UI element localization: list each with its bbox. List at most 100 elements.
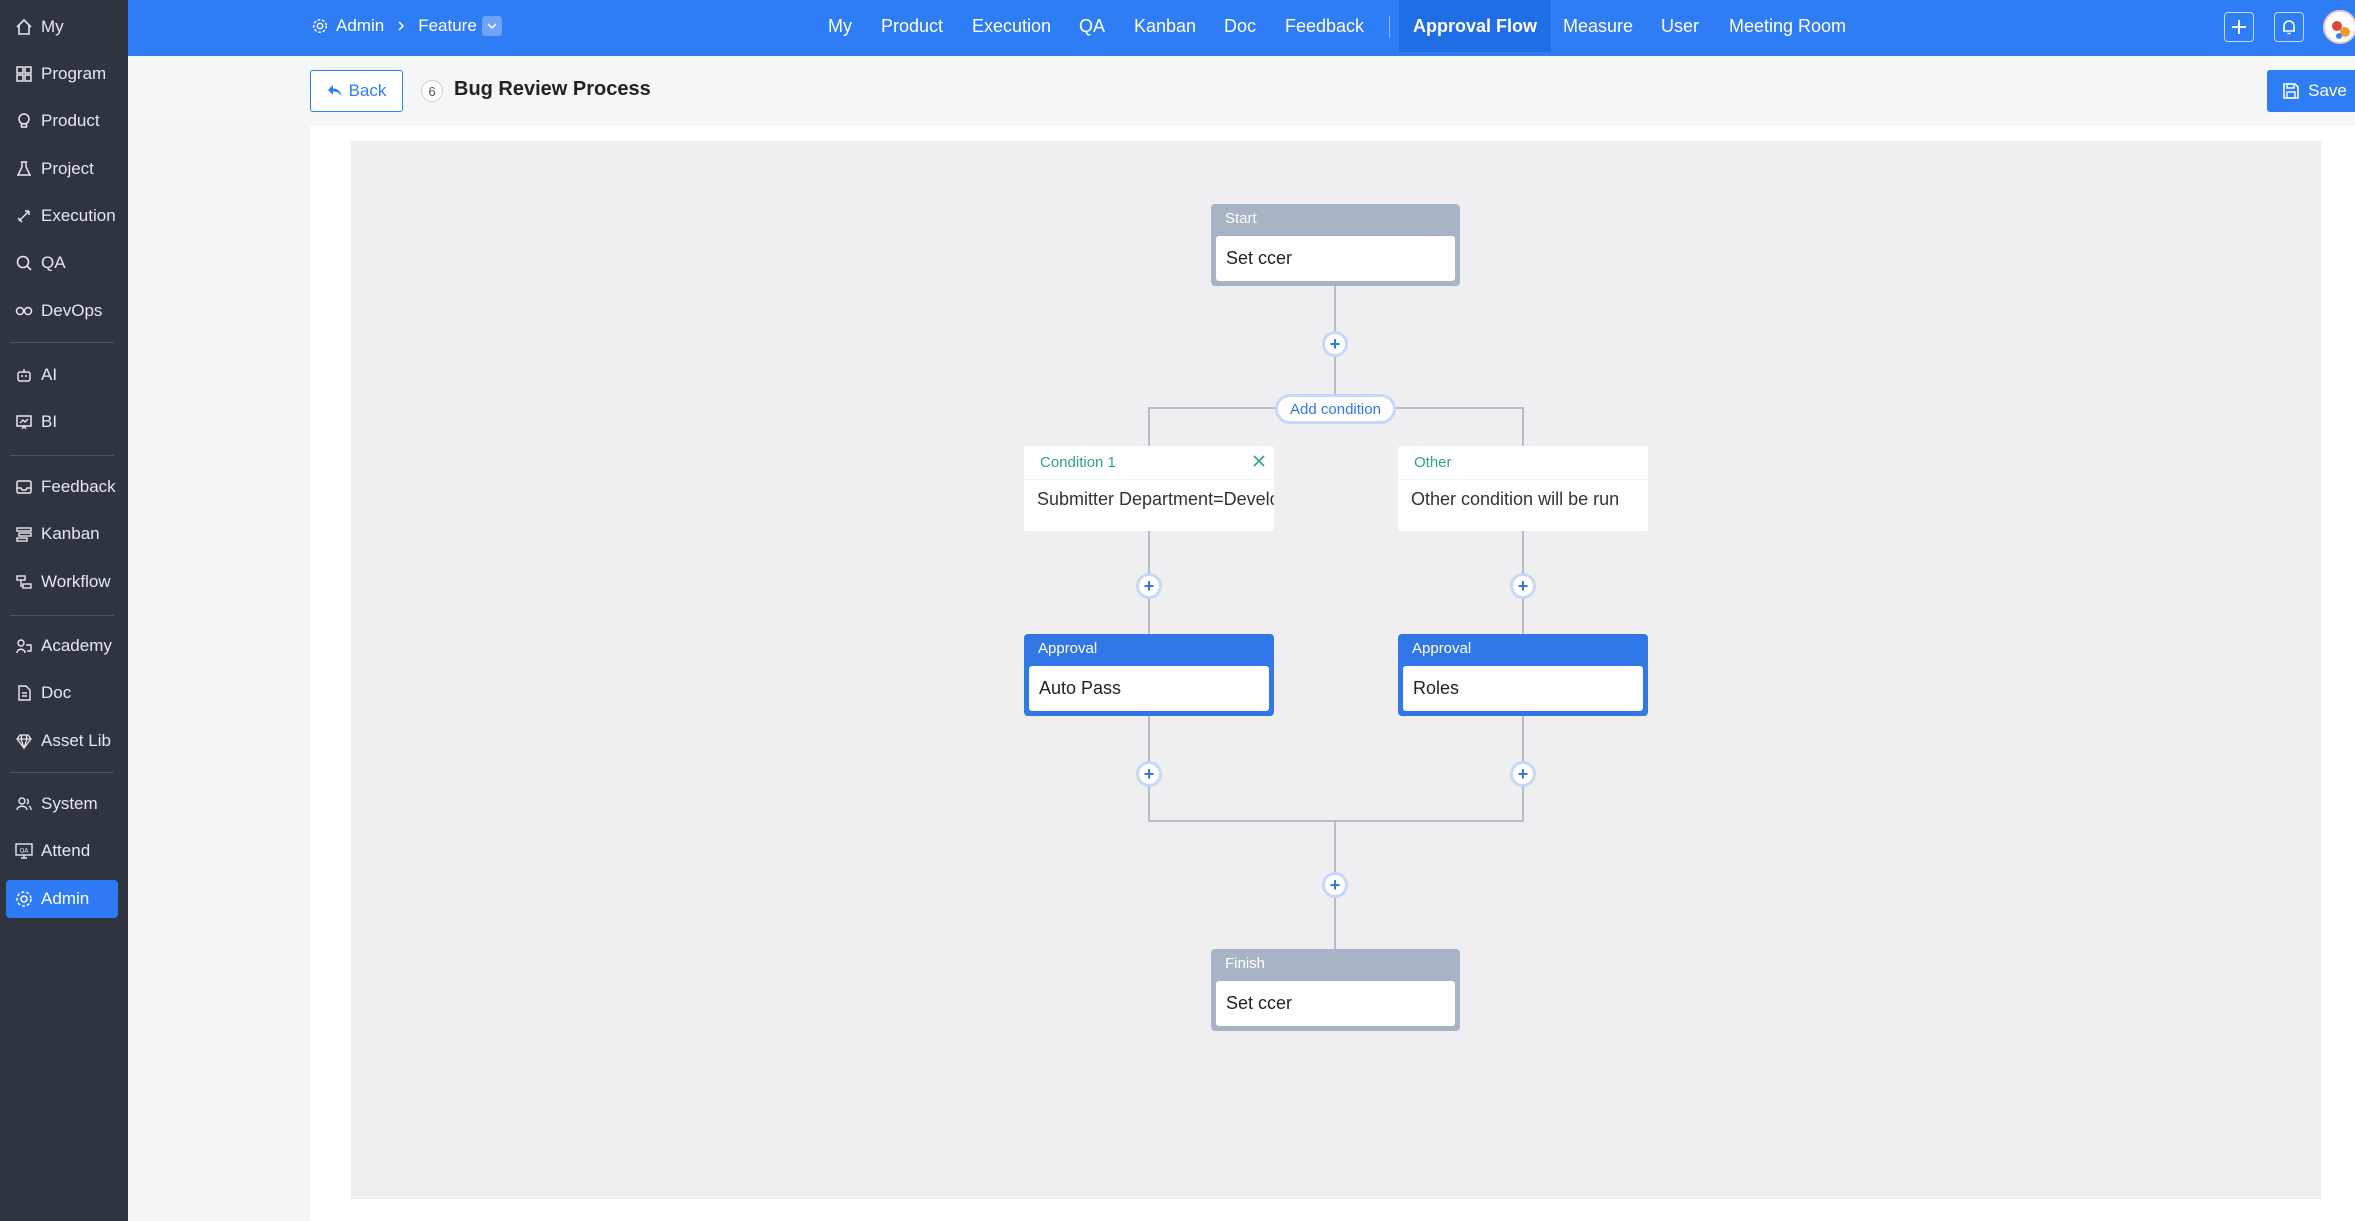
- create-button[interactable]: [2224, 12, 2254, 42]
- bell-icon: [2283, 20, 2295, 35]
- flow-id-badge: 6: [421, 80, 443, 102]
- approval-node[interactable]: Approval Auto Pass: [1024, 634, 1274, 716]
- plus-icon: +: [1517, 575, 1529, 596]
- add-node-button[interactable]: +: [1136, 761, 1162, 787]
- nav-measure[interactable]: Measure: [1563, 15, 1634, 36]
- sidebar-item-devops[interactable]: DevOps: [6, 292, 118, 330]
- breadcrumb: Admin Feature: [311, 0, 502, 52]
- nav-feedback[interactable]: Feedback: [1285, 15, 1365, 36]
- add-node-button[interactable]: +: [1322, 331, 1348, 357]
- condition-text: Other condition will be run: [1411, 489, 1620, 509]
- sidebar-item-kanban[interactable]: Kanban: [6, 515, 118, 553]
- sidebar-item-label: My: [41, 17, 64, 36]
- sidebar-item-qa[interactable]: QA: [6, 244, 118, 282]
- doc-icon: [18, 685, 31, 701]
- sidebar-item-label: Kanban: [41, 524, 100, 543]
- plus-icon: +: [1143, 763, 1155, 784]
- add-condition-button[interactable]: Add condition: [1275, 394, 1396, 424]
- back-label: Back: [348, 81, 387, 100]
- connector-line: [1148, 820, 1524, 822]
- start-node-title: Start: [1225, 209, 1257, 227]
- sidebar-item-project[interactable]: Project: [6, 150, 118, 188]
- save-icon: [2283, 83, 2299, 99]
- nav-separator: [1389, 16, 1390, 38]
- nav-my[interactable]: My: [828, 15, 852, 36]
- finish-node[interactable]: Finish Set ccer: [1211, 949, 1460, 1031]
- robot-icon: [17, 369, 31, 382]
- users-icon: [16, 797, 32, 811]
- chevron-down-icon[interactable]: [481, 16, 502, 36]
- flask-icon: [16, 161, 32, 176]
- condition-card[interactable]: Condition 1 Submitter Department=Develo: [1024, 446, 1274, 531]
- notifications-button[interactable]: [2274, 12, 2304, 42]
- sidebar-divider: [10, 342, 114, 343]
- sidebar-item-doc[interactable]: Doc: [6, 674, 118, 712]
- start-node-value: Set ccer: [1216, 236, 1455, 281]
- return-arrow-icon: [327, 85, 342, 97]
- diamond-icon: [16, 734, 32, 751]
- condition-text: Submitter Department=Develo: [1037, 489, 1274, 509]
- add-node-button[interactable]: +: [1136, 573, 1162, 599]
- save-button[interactable]: Save: [2267, 70, 2355, 112]
- plus-icon: +: [1329, 874, 1341, 895]
- sidebar-item-workflow[interactable]: Workflow: [6, 563, 118, 601]
- sidebar-divider: [10, 615, 114, 616]
- page-title: Bug Review Process: [454, 78, 651, 100]
- inbox-icon: [16, 480, 32, 494]
- approval-node-title: Approval: [1412, 639, 1472, 657]
- search-icon: [16, 255, 32, 271]
- nav-product[interactable]: Product: [881, 15, 944, 36]
- nav-kanban[interactable]: Kanban: [1134, 15, 1197, 36]
- sidebar-item-label: Doc: [41, 683, 72, 702]
- approval-node[interactable]: Approval Roles: [1398, 634, 1648, 716]
- sidebar-item-label: Execution: [41, 206, 116, 225]
- avatar[interactable]: [2323, 10, 2355, 44]
- chart-icon: [16, 415, 32, 430]
- svg-text:QA: QA: [20, 848, 30, 855]
- sidebar-item-execution[interactable]: Execution: [6, 197, 118, 235]
- plus-icon: +: [1517, 763, 1529, 784]
- sidebar-item-attend[interactable]: QA Attend: [6, 832, 118, 870]
- close-icon[interactable]: [1251, 453, 1267, 469]
- add-node-button[interactable]: +: [1322, 872, 1348, 898]
- connector-line: [1522, 407, 1524, 446]
- nav-meeting-room[interactable]: Meeting Room: [1729, 15, 1847, 36]
- sidebar-item-my[interactable]: My: [6, 8, 118, 46]
- sidebar-item-label: Academy: [41, 636, 112, 655]
- sidebar-item-feedback[interactable]: Feedback: [6, 468, 118, 506]
- sidebar-divider: [10, 455, 114, 456]
- sidebar-item-product[interactable]: Product: [6, 102, 118, 140]
- breadcrumb-root[interactable]: Admin: [336, 16, 385, 35]
- sidebar-item-ai[interactable]: AI: [6, 356, 118, 394]
- academy-icon: [16, 639, 32, 654]
- grid-icon: [16, 66, 32, 82]
- add-node-button[interactable]: +: [1510, 761, 1536, 787]
- sidebar-item-admin[interactable]: Admin: [6, 880, 118, 918]
- sidebar-item-program[interactable]: Program: [6, 55, 118, 93]
- chevron-right-icon: [398, 21, 405, 31]
- home-icon: [16, 18, 32, 35]
- nav-doc[interactable]: Doc: [1224, 15, 1257, 36]
- sidebar-item-asset-lib[interactable]: Asset Lib: [6, 722, 118, 760]
- nav-approval-flow[interactable]: Approval Flow: [1399, 0, 1552, 52]
- kanban-icon: [16, 527, 32, 542]
- nav-qa[interactable]: QA: [1079, 15, 1106, 36]
- nav-execution[interactable]: Execution: [972, 15, 1052, 36]
- breadcrumb-current[interactable]: Feature: [418, 16, 477, 35]
- connector-line: [1148, 407, 1150, 446]
- sidebar-item-bi[interactable]: BI: [6, 403, 118, 441]
- sidebar-item-label: Admin: [41, 889, 90, 908]
- other-condition-card[interactable]: Other Other condition will be run: [1398, 446, 1648, 531]
- sidebar-item-label: Feedback: [41, 477, 116, 496]
- add-node-button[interactable]: +: [1510, 573, 1536, 599]
- sidebar-item-academy[interactable]: Academy: [6, 627, 118, 665]
- plus-icon: +: [1329, 333, 1341, 354]
- plus-icon: [2232, 20, 2246, 34]
- sidebar-item-label: Workflow: [41, 572, 111, 591]
- infinity-icon: [15, 306, 33, 316]
- start-node[interactable]: Start Set ccer: [1211, 204, 1460, 286]
- nav-user[interactable]: User: [1661, 15, 1700, 36]
- save-label: Save: [2308, 81, 2347, 100]
- back-button[interactable]: Back: [310, 70, 403, 112]
- sidebar-item-system[interactable]: System: [6, 785, 118, 823]
